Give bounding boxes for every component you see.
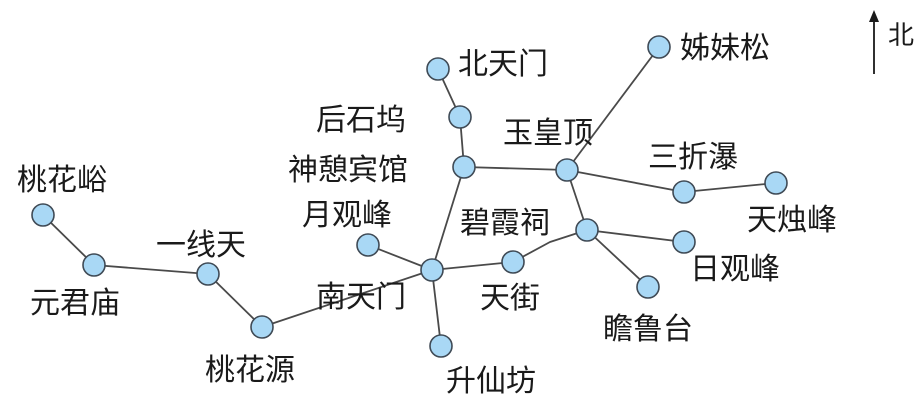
label-tianzhufeng: 天烛峰 (747, 203, 837, 238)
route-shenqi-to-yuhuangding (463, 166, 568, 171)
marker-sanzhepu (672, 180, 696, 204)
route-bixiaci-to-riguanfeng (586, 229, 685, 243)
label-houshiwu: 后石坞 (316, 103, 406, 138)
route-nantianmen-to-shengxianfang (431, 269, 442, 347)
place-markers (31, 35, 788, 358)
label-yixiantian: 一线天 (156, 228, 246, 263)
marker-shenqibinguan (452, 155, 476, 179)
north-indicator: 北 (869, 10, 914, 74)
label-bixiaci: 碧霞祠 (460, 206, 550, 241)
label-beitianmen: 北天门 (458, 47, 548, 82)
label-yuanjunmiao: 元君庙 (30, 286, 120, 321)
label-zimeisong: 姊妹松 (680, 31, 770, 66)
label-yuefeng: 月观峰 (302, 198, 392, 233)
label-shenqibinguan: 神憩宾馆 (288, 153, 408, 188)
route-lines (42, 46, 777, 347)
marker-riguanfeng (672, 230, 696, 254)
route-bixiaci-to-zhanlutai (586, 229, 649, 288)
north-arrow-icon (869, 10, 879, 22)
label-nantianmen: 南天门 (316, 280, 406, 315)
route-beitianmen-to-nantianmen (431, 68, 465, 271)
label-yuhuangding: 玉皇顶 (503, 116, 593, 151)
marker-zhanlutai (636, 275, 660, 299)
label-tianjie: 天街 (480, 281, 540, 316)
marker-tianzhufeng (764, 171, 788, 195)
marker-yixiantian (196, 262, 220, 286)
marker-houshiwu (448, 105, 472, 129)
marker-beitianmen (426, 57, 450, 81)
marker-yuefeng (356, 233, 380, 257)
north-label: 北 (888, 21, 914, 51)
route-tianjie-to-bixiaci (512, 229, 588, 263)
label-shengxianfang: 升仙坊 (446, 364, 536, 399)
marker-tianjie (501, 250, 525, 274)
label-taohuayu: 桃花峪 (17, 163, 107, 198)
marker-bixiaci (575, 218, 599, 242)
marker-nantianmen (420, 258, 444, 282)
marker-yuanjunmiao (82, 253, 106, 277)
label-riguanfeng: 日观峰 (690, 252, 780, 287)
label-taohuayuan: 桃花源 (205, 353, 295, 388)
label-zhanlutai: 瞻鲁台 (603, 312, 693, 347)
marker-taohuayuan (250, 315, 274, 339)
place-labels: 北天门 姊妹松 后石坞 玉皇顶 神憩宾馆 三折瀑 天烛峰 桃花峪 月观峰 碧霞祠… (17, 31, 837, 399)
marker-yuhuangding (555, 158, 579, 182)
marker-taohuayu (31, 203, 55, 227)
marker-zimeisong (647, 35, 671, 59)
route-zimeisong-to-yuhuangding (566, 46, 660, 171)
marker-shengxianfang (429, 334, 453, 358)
label-sanzhepu: 三折瀑 (648, 140, 738, 175)
